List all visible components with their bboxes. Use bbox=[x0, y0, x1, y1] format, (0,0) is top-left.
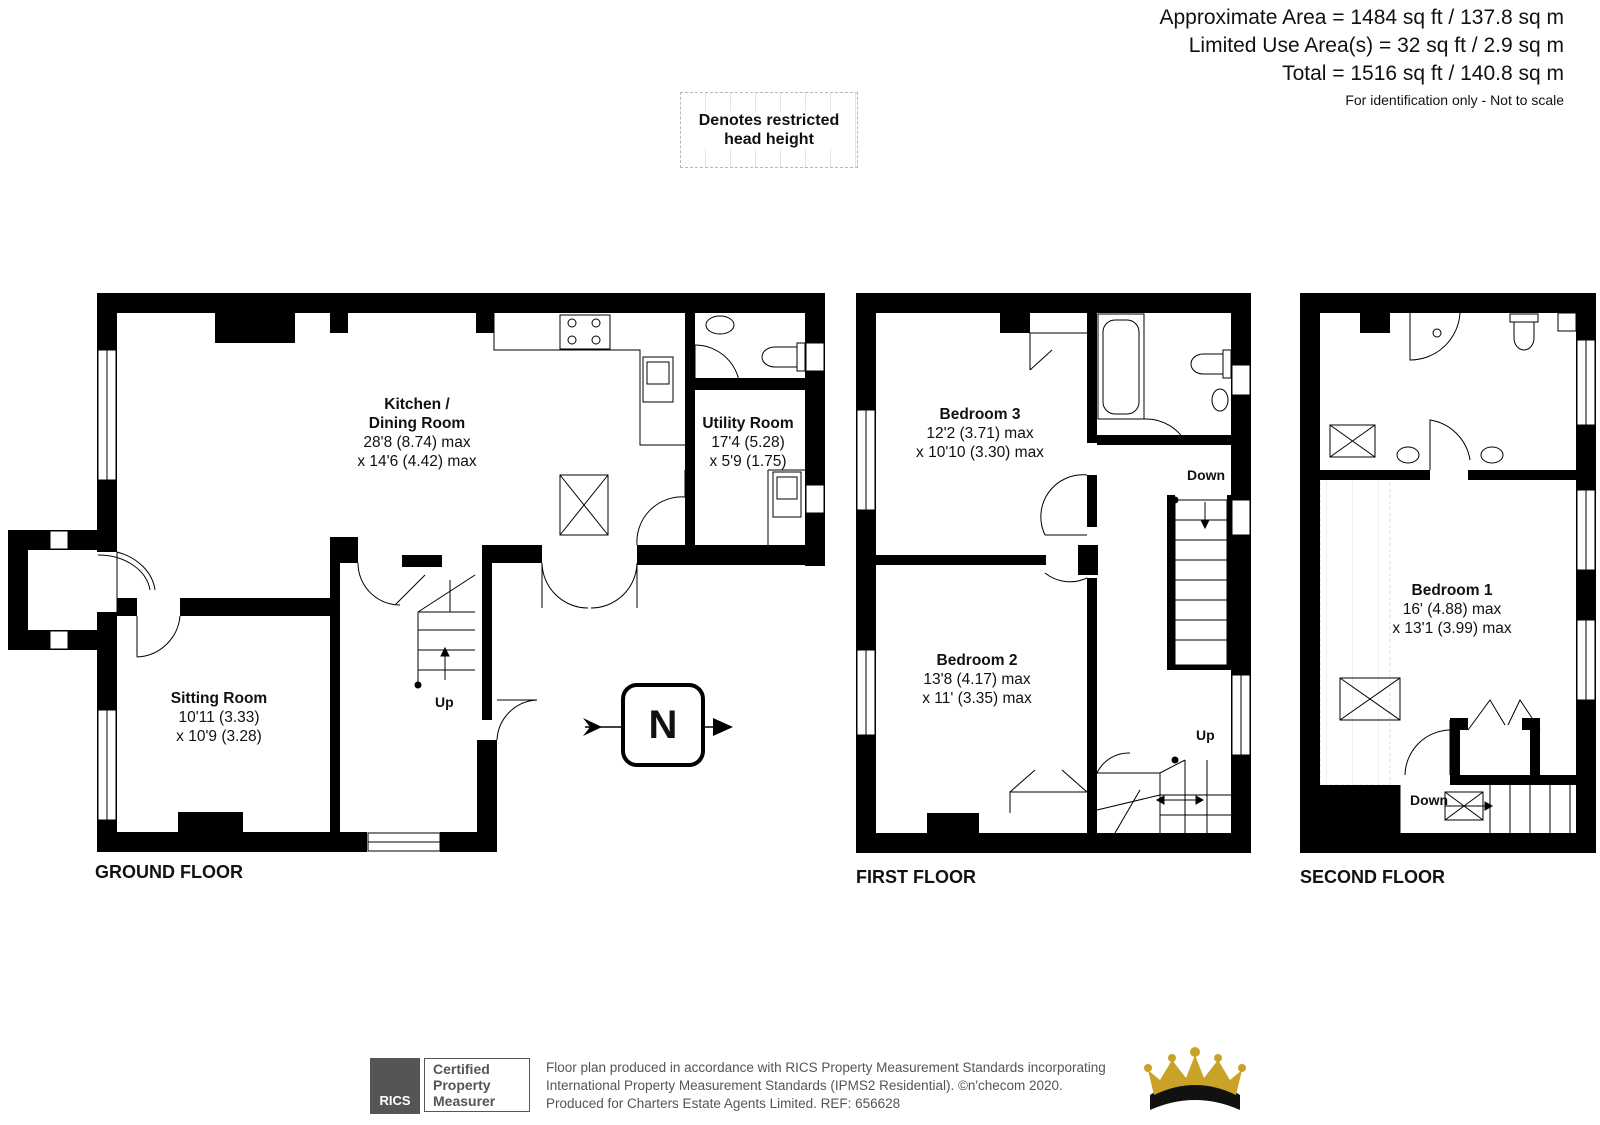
scale-note: For identification only - Not to scale bbox=[1345, 92, 1564, 108]
rics-brand-text: RICS bbox=[379, 1093, 411, 1108]
room-dimension: x 5'9 (1.75) bbox=[709, 453, 787, 470]
room-dimension: 12'2 (3.71) max bbox=[926, 425, 1034, 442]
area-summary: Approximate Area = 1484 sq ft / 137.8 sq… bbox=[1160, 4, 1565, 110]
first-floor-plan bbox=[856, 293, 1251, 853]
floor-label-first: FIRST FLOOR bbox=[856, 867, 976, 887]
room-name: Utility Room bbox=[702, 415, 794, 432]
room-bedroom-2: Bedroom 2 13'8 (4.17) max x 11' (3.35) m… bbox=[922, 651, 1032, 708]
room-dimension: x 14'6 (4.42) max bbox=[357, 453, 477, 470]
room-dimension: 16' (4.88) max bbox=[1402, 601, 1502, 618]
crown-logo bbox=[1144, 1047, 1246, 1110]
badge-line: Measurer bbox=[433, 1093, 496, 1109]
room-name: Sitting Room bbox=[170, 690, 268, 707]
total-area: Total = 1516 sq ft / 140.8 sq m bbox=[1282, 62, 1564, 85]
room-name: Kitchen / bbox=[384, 396, 450, 413]
room-dimension: 28'8 (8.74) max bbox=[363, 434, 471, 451]
room-bedroom-1: Bedroom 1 16' (4.88) max x 13'1 (3.99) m… bbox=[1392, 581, 1511, 638]
room-bedroom-3: Bedroom 3 12'2 (3.71) max x 10'10 (3.30)… bbox=[916, 405, 1044, 462]
compass-rose bbox=[583, 683, 733, 767]
room-kitchen-dining: Kitchen / Dining Room 28'8 (8.74) max x … bbox=[357, 395, 476, 471]
floor-label-ground: GROUND FLOOR bbox=[95, 862, 243, 882]
certified-measurer-box: Certified Property Measurer bbox=[424, 1058, 530, 1112]
rics-certified-badge: RICS Certified Property Measurer bbox=[370, 1058, 534, 1114]
room-dimension: x 13'1 (3.99) max bbox=[1392, 620, 1512, 637]
footer-line: International Property Measurement Stand… bbox=[546, 1078, 1063, 1093]
stairs-down-label-second: Down bbox=[1410, 792, 1449, 808]
stairs-up-label-ground: Up bbox=[435, 694, 454, 710]
floor-label-second: SECOND FLOOR bbox=[1300, 867, 1446, 887]
limited-use-area: Limited Use Area(s) = 32 sq ft / 2.9 sq … bbox=[1188, 34, 1564, 57]
ground-floor-details bbox=[49, 313, 825, 852]
footer-disclaimer: Floor plan produced in accordance with R… bbox=[546, 1059, 1106, 1113]
rics-logo: RICS bbox=[370, 1058, 420, 1114]
second-floor-details bbox=[1329, 312, 1596, 833]
room-name: Bedroom 1 bbox=[1411, 582, 1493, 599]
first-floor-details bbox=[856, 313, 1251, 834]
stairs-down-label-first: Down bbox=[1187, 467, 1226, 483]
footer-line: Floor plan produced in accordance with R… bbox=[546, 1060, 1106, 1075]
legend-line-1: Denotes restricted bbox=[696, 112, 842, 129]
room-dimension: 10'11 (3.33) bbox=[178, 709, 260, 726]
room-name: Bedroom 3 bbox=[939, 406, 1021, 423]
compass-north-label: N bbox=[648, 703, 678, 747]
room-dimension: x 10'10 (3.30) max bbox=[916, 444, 1044, 461]
room-sitting: Sitting Room 10'11 (3.33) x 10'9 (3.28) bbox=[171, 689, 267, 746]
stairs-up-label-first: Up bbox=[1196, 727, 1215, 743]
badge-line: Certified bbox=[433, 1061, 490, 1077]
room-dimension: x 11' (3.35) max bbox=[922, 690, 1032, 707]
footer-line: Produced for Charters Estate Agents Limi… bbox=[546, 1096, 901, 1111]
approximate-area: Approximate Area = 1484 sq ft / 137.8 sq… bbox=[1159, 6, 1565, 29]
legend-line-2: head height bbox=[722, 131, 816, 148]
room-name: Dining Room bbox=[368, 415, 466, 432]
second-floor-plan bbox=[1319, 474, 1391, 786]
badge-line: Property bbox=[433, 1077, 491, 1093]
ground-floor-plan bbox=[8, 293, 825, 852]
room-dimension: x 10'9 (3.28) bbox=[176, 728, 262, 745]
restricted-height-legend: Denotes restricted head height bbox=[680, 92, 858, 168]
room-name: Bedroom 2 bbox=[936, 652, 1018, 669]
second-floor-walls bbox=[1300, 293, 1596, 853]
room-dimension: 17'4 (5.28) bbox=[711, 434, 785, 451]
room-dimension: 13'8 (4.17) max bbox=[923, 671, 1031, 688]
room-utility: Utility Room 17'4 (5.28) x 5'9 (1.75) bbox=[702, 414, 793, 471]
